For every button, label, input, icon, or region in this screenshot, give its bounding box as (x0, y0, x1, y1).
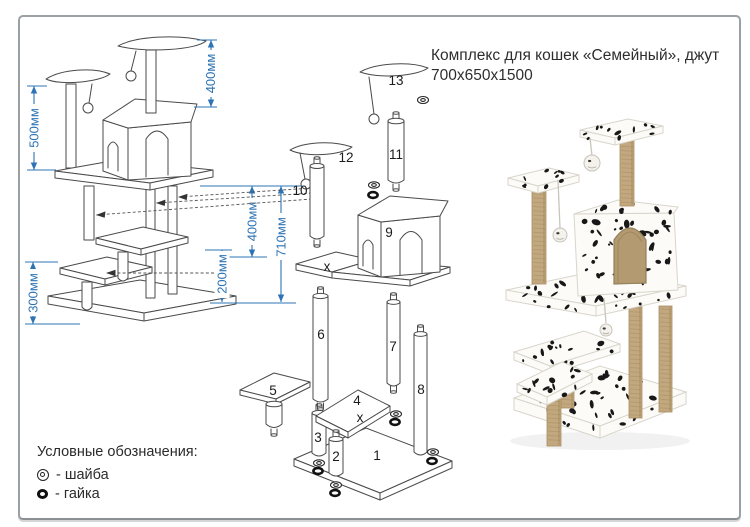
dim-label: 710мм (274, 217, 289, 257)
part-12-board (289, 142, 353, 156)
part-11-post (387, 111, 405, 192)
part-label-1: 1 (373, 448, 381, 463)
platform-mark-mid: x (324, 259, 331, 274)
toy-ball (82, 102, 94, 114)
legend-heading: Условные обозначения: (37, 444, 198, 460)
part-label-11: 11 (389, 147, 403, 162)
legend-item-label: - гайка (55, 485, 100, 502)
legend: Условные обозначения: - шайба - гайка (37, 444, 198, 503)
step-post (81, 281, 93, 311)
leader-lines (95, 187, 313, 277)
dim-label: 400мм (245, 202, 260, 242)
part-label-2: 2 (332, 449, 340, 464)
part-label-10: 10 (292, 183, 307, 198)
fasteners (312, 410, 440, 498)
platform-mark-lower: x (357, 410, 364, 425)
part-label-4: 4 (353, 393, 361, 408)
dim-label: 500мм (27, 108, 42, 148)
toy-ball (368, 113, 380, 125)
part-7-post (386, 292, 401, 394)
title-line-2: 700x650x1500 (431, 67, 533, 84)
part-label-6: 6 (317, 327, 325, 342)
left-post (65, 83, 77, 169)
nut-icon (37, 488, 48, 499)
part-13-board (359, 63, 429, 77)
dim-overall-lower: 710мм (273, 186, 289, 302)
page-title: Комплекс для кошек «Семейный», джут 700x… (431, 46, 736, 86)
dim-label: 300мм (26, 273, 41, 313)
part-labels: 1 2 3 4 5 6 7 8 9 10 11 12 13 x x (269, 73, 425, 464)
assembled-dimensions: 400мм 500мм 400мм (25, 39, 303, 325)
dim-left-post: 500мм (26, 85, 56, 171)
step-post (117, 251, 129, 282)
part-9-house (357, 195, 449, 278)
toy-ball (125, 70, 137, 82)
part-6-post (312, 286, 329, 411)
part-label-3: 3 (314, 430, 322, 445)
part-label-7: 7 (389, 339, 397, 354)
part-10-post (309, 156, 325, 248)
top-post (145, 49, 157, 114)
dim-top-post: 400мм (194, 39, 218, 108)
nut-symbol (367, 190, 379, 200)
dim-lower-platform: 300мм (25, 261, 80, 325)
part-label-8: 8 (417, 382, 425, 397)
legend-item-label: - шайба (56, 466, 109, 483)
dim-label: 200мм (215, 254, 230, 294)
house-door-large (145, 130, 169, 178)
part-2-post (328, 429, 344, 477)
washer-icon (37, 468, 49, 481)
dim-house-level: 400мм (244, 186, 260, 257)
left-board (45, 69, 111, 84)
assembled-view: 400мм 500мм 400мм (25, 36, 313, 325)
dim-step-height: 200мм (214, 250, 230, 302)
part-5-step (239, 372, 311, 437)
part-label-5: 5 (269, 383, 277, 398)
part-label-12: 12 (338, 150, 353, 165)
house-door-small (107, 141, 119, 172)
part-label-9: 9 (385, 225, 393, 240)
product-photo (505, 118, 690, 450)
post (83, 185, 95, 241)
top-board (117, 36, 207, 51)
assembled-structure (45, 36, 237, 322)
exploded-view: 1 2 3 4 5 6 7 8 9 10 11 12 13 x x (239, 63, 453, 501)
part-label-13: 13 (388, 73, 403, 88)
title-line-1: Комплекс для кошек «Семейный», джут (431, 47, 720, 64)
part-4-platform (315, 389, 391, 439)
dim-label: 400мм (203, 54, 218, 94)
legend-item-nut: - гайка (37, 484, 198, 503)
legend-item-washer: - шайба (37, 465, 198, 484)
exploded-structure (239, 63, 453, 501)
